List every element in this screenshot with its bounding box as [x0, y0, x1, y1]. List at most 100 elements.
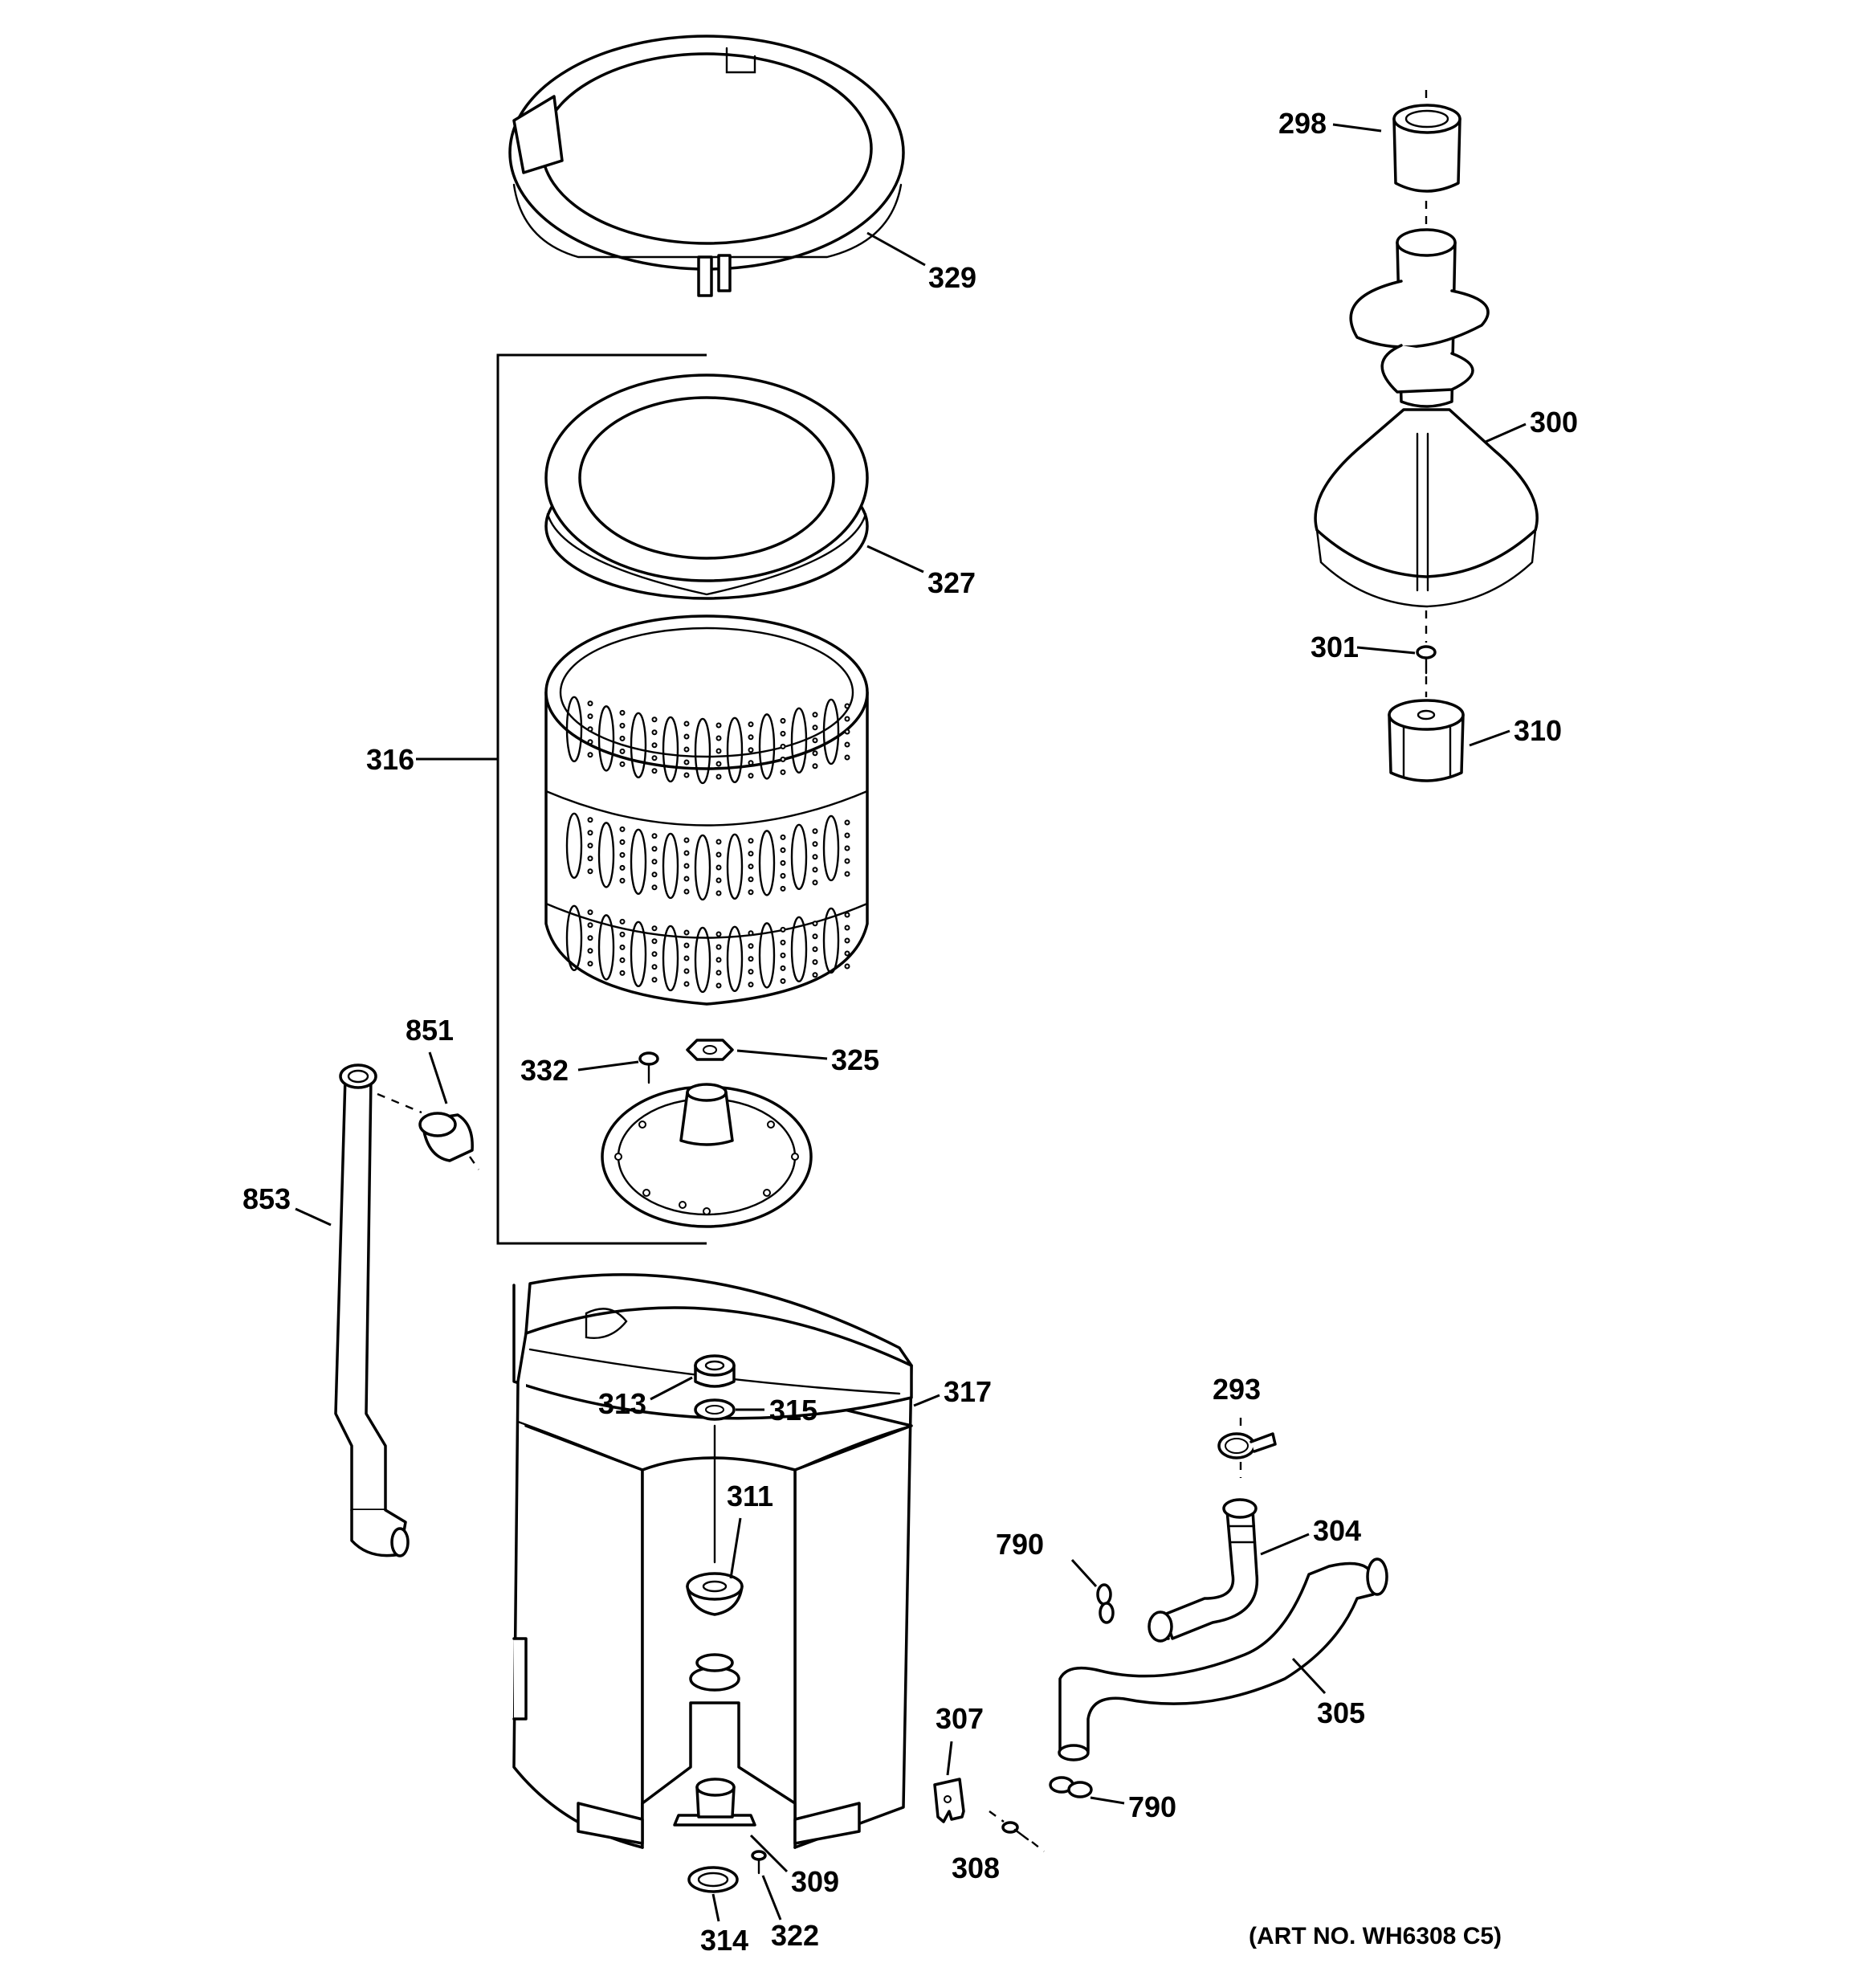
basket-slot [597, 705, 615, 772]
basket-hole [619, 918, 626, 925]
screw-308-drawing [989, 1810, 1045, 1852]
part-label-310: 310 [1514, 714, 1562, 747]
basket-hole [683, 759, 690, 765]
basket-hole [812, 959, 818, 965]
tub-seals-drawing [686, 1354, 744, 1616]
basket-hole [780, 859, 786, 866]
basket-hole [812, 712, 818, 718]
basket-hole [587, 948, 593, 954]
basket-hole [587, 843, 593, 849]
basket-hole [619, 735, 626, 741]
basket-hole [780, 939, 786, 945]
basket-hole [780, 730, 786, 737]
basket-hole [844, 716, 850, 722]
basket-hole [812, 921, 818, 927]
part-label-298: 298 [1278, 107, 1327, 140]
basket-hole [715, 748, 722, 754]
basket-hole [619, 851, 626, 858]
part-label-315: 315 [769, 1394, 817, 1427]
basket-hole [812, 854, 818, 860]
fitting-851-drawing [377, 1092, 479, 1170]
basket-hole [715, 722, 722, 729]
basket-hole [715, 982, 722, 989]
drive-coupler-drawing [1388, 699, 1465, 782]
basket-hole [619, 839, 626, 845]
basket-hole [587, 726, 593, 733]
basket-hole [683, 929, 690, 936]
basket-hole [715, 864, 722, 871]
basket-hole [651, 925, 658, 932]
basket-hole [651, 768, 658, 774]
basket-slot [597, 914, 615, 981]
part-label-790-lower: 790 [1128, 1790, 1176, 1823]
basket-hole [780, 978, 786, 984]
outer-tub-drawing [512, 1273, 913, 1849]
basket-hole [715, 774, 722, 780]
basket-hole [587, 752, 593, 758]
basket-hole [812, 867, 818, 873]
basket-hole [619, 877, 626, 884]
basket-hole [683, 876, 690, 882]
basket-hole [715, 931, 722, 937]
basket-slot [694, 717, 711, 785]
basket-slot [630, 921, 647, 987]
basket-hole [844, 832, 850, 839]
art-number: (ART NO. WH6308 C5) [1249, 1923, 1502, 1949]
basket-hole [844, 963, 850, 970]
basket-hole [844, 703, 850, 709]
basket-slot [758, 922, 776, 989]
agitator-drawing [1314, 228, 1539, 643]
part-label-305: 305 [1317, 1696, 1365, 1729]
part-label-313: 313 [598, 1387, 646, 1420]
part-label-316: 316 [366, 743, 414, 776]
basket-hole [651, 977, 658, 983]
basket-hole [780, 885, 786, 892]
basket-hole [587, 922, 593, 929]
basket-hole [812, 763, 818, 769]
basket-hole [780, 717, 786, 724]
screw-332-drawing [638, 1051, 659, 1084]
basket-hole [780, 965, 786, 971]
bracket-307-drawing [933, 1778, 965, 1823]
basket-slot [565, 812, 583, 879]
basket-hole [715, 735, 722, 741]
basket-hole [683, 981, 690, 987]
basket-slot [662, 832, 679, 900]
basket-hole [587, 817, 593, 823]
basket-slot [630, 712, 647, 778]
tub-cover-drawing [508, 35, 905, 297]
basket-slot [726, 925, 744, 992]
basket-hole [587, 739, 593, 745]
basket-hole [844, 912, 850, 918]
part-label-304: 304 [1313, 1514, 1361, 1547]
part-label-308: 308 [952, 1851, 1000, 1884]
basket-hole [651, 742, 658, 749]
basket-hole [748, 773, 754, 779]
elbow-hose-drawing [1148, 1498, 1259, 1643]
basket-hole [683, 863, 690, 869]
part-label-309: 309 [791, 1865, 839, 1898]
basket-slot [662, 716, 679, 783]
basket-hole [683, 968, 690, 974]
basket-hole [844, 858, 850, 864]
hose-clamp-293-drawing [1217, 1418, 1277, 1478]
basket-hole [844, 729, 850, 735]
basket-hole [748, 930, 754, 937]
basket-hole [651, 964, 658, 970]
basket-hole [651, 833, 658, 839]
basket-hole [651, 938, 658, 945]
basket-hole [780, 834, 786, 840]
clip-790-lower-drawing [1049, 1776, 1093, 1798]
basket-hole [812, 933, 818, 940]
basket-slot [822, 907, 840, 974]
basket-hole [812, 841, 818, 847]
basket-slot [630, 828, 647, 895]
basket-hole [587, 855, 593, 862]
basket-hole [844, 741, 850, 748]
basket-slot [597, 822, 615, 888]
basket-hole [844, 845, 850, 851]
basket-hole [715, 944, 722, 950]
basket-hole [715, 761, 722, 767]
basket-hole [715, 957, 722, 963]
